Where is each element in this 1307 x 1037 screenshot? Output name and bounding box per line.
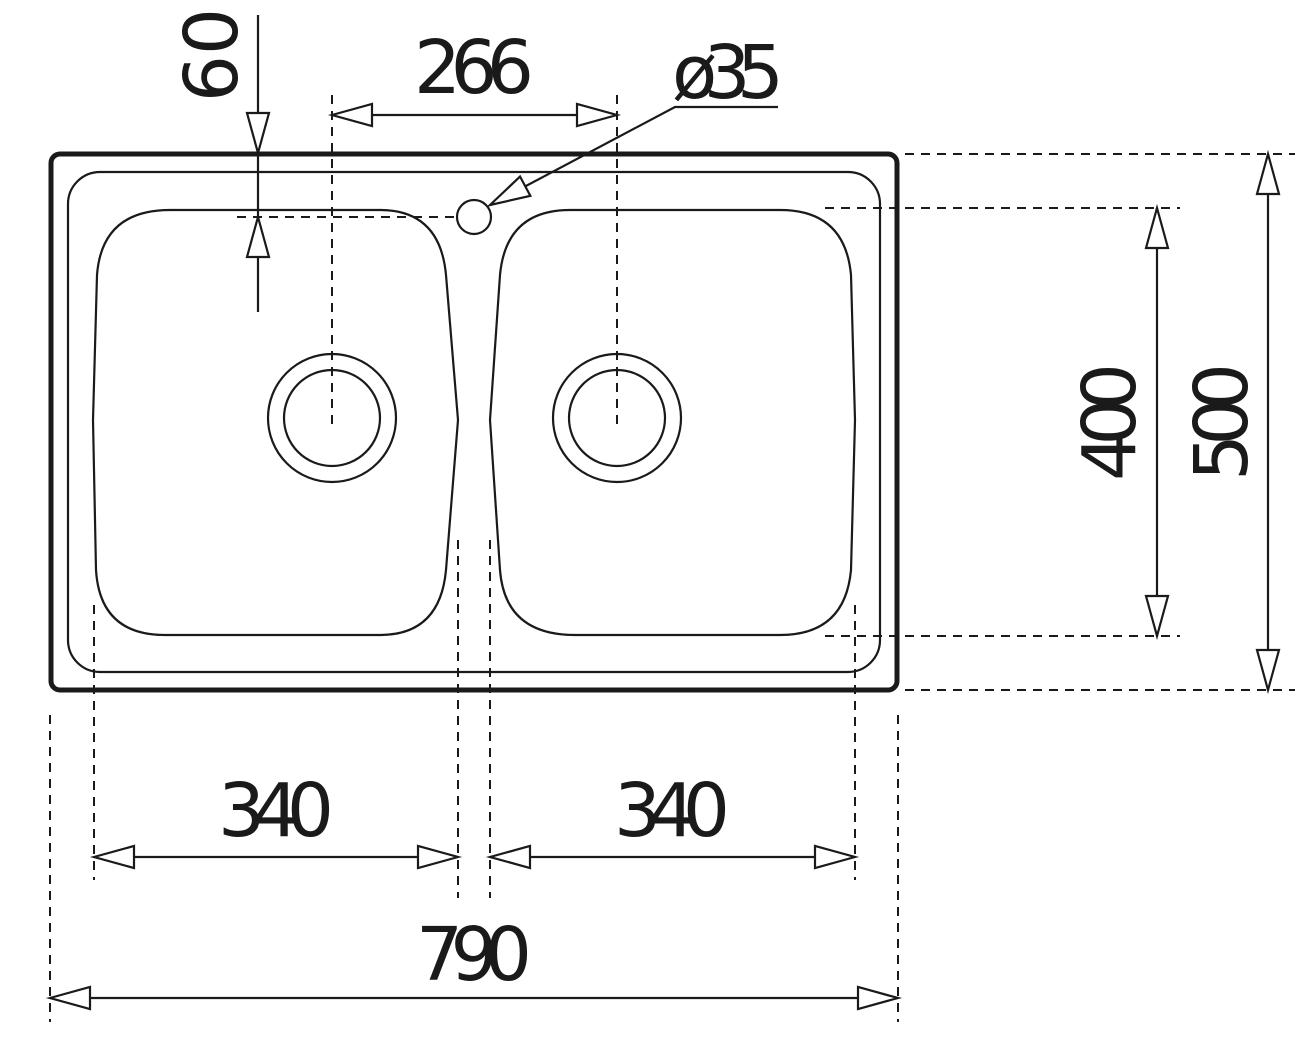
dimension-arrowhead <box>575 102 622 128</box>
dim-label-340-right: 340 <box>614 768 730 854</box>
dim-label-60: 60 <box>169 8 255 102</box>
dim-label-266: 266 <box>414 25 534 111</box>
sink-inner-rim <box>66 170 882 674</box>
dimension-arrowhead <box>1144 203 1170 250</box>
dimension-arrowhead <box>1255 648 1281 695</box>
dim-label-400: 400 <box>1067 363 1153 481</box>
dim-label-340-left: 340 <box>218 768 334 854</box>
extension-lines <box>49 95 1295 1022</box>
tap-hole <box>455 198 493 236</box>
dimension-lines <box>50 15 1270 1000</box>
sink-outer-edge <box>48 151 900 693</box>
dimension-arrowhead <box>486 174 533 207</box>
dimension-arrowhead <box>245 111 271 158</box>
dim-label-tap-diameter: ø35 <box>672 30 784 116</box>
right-bowl <box>488 208 857 637</box>
dimension-arrowhead <box>813 844 860 870</box>
dimension-arrowhead <box>856 985 903 1011</box>
dimension-arrowhead <box>1255 149 1281 196</box>
dimension-arrowhead <box>485 844 532 870</box>
dimension-arrowhead <box>416 844 463 870</box>
dimension-arrowhead <box>327 102 374 128</box>
dimension-arrowhead <box>1144 594 1170 641</box>
dimension-arrowhead <box>89 844 136 870</box>
dim-label-500: 500 <box>1179 363 1265 481</box>
dim-label-790: 790 <box>416 912 532 998</box>
left-bowl <box>91 208 460 637</box>
dimension-arrowhead <box>45 985 92 1011</box>
dimension-arrowhead <box>245 212 271 259</box>
